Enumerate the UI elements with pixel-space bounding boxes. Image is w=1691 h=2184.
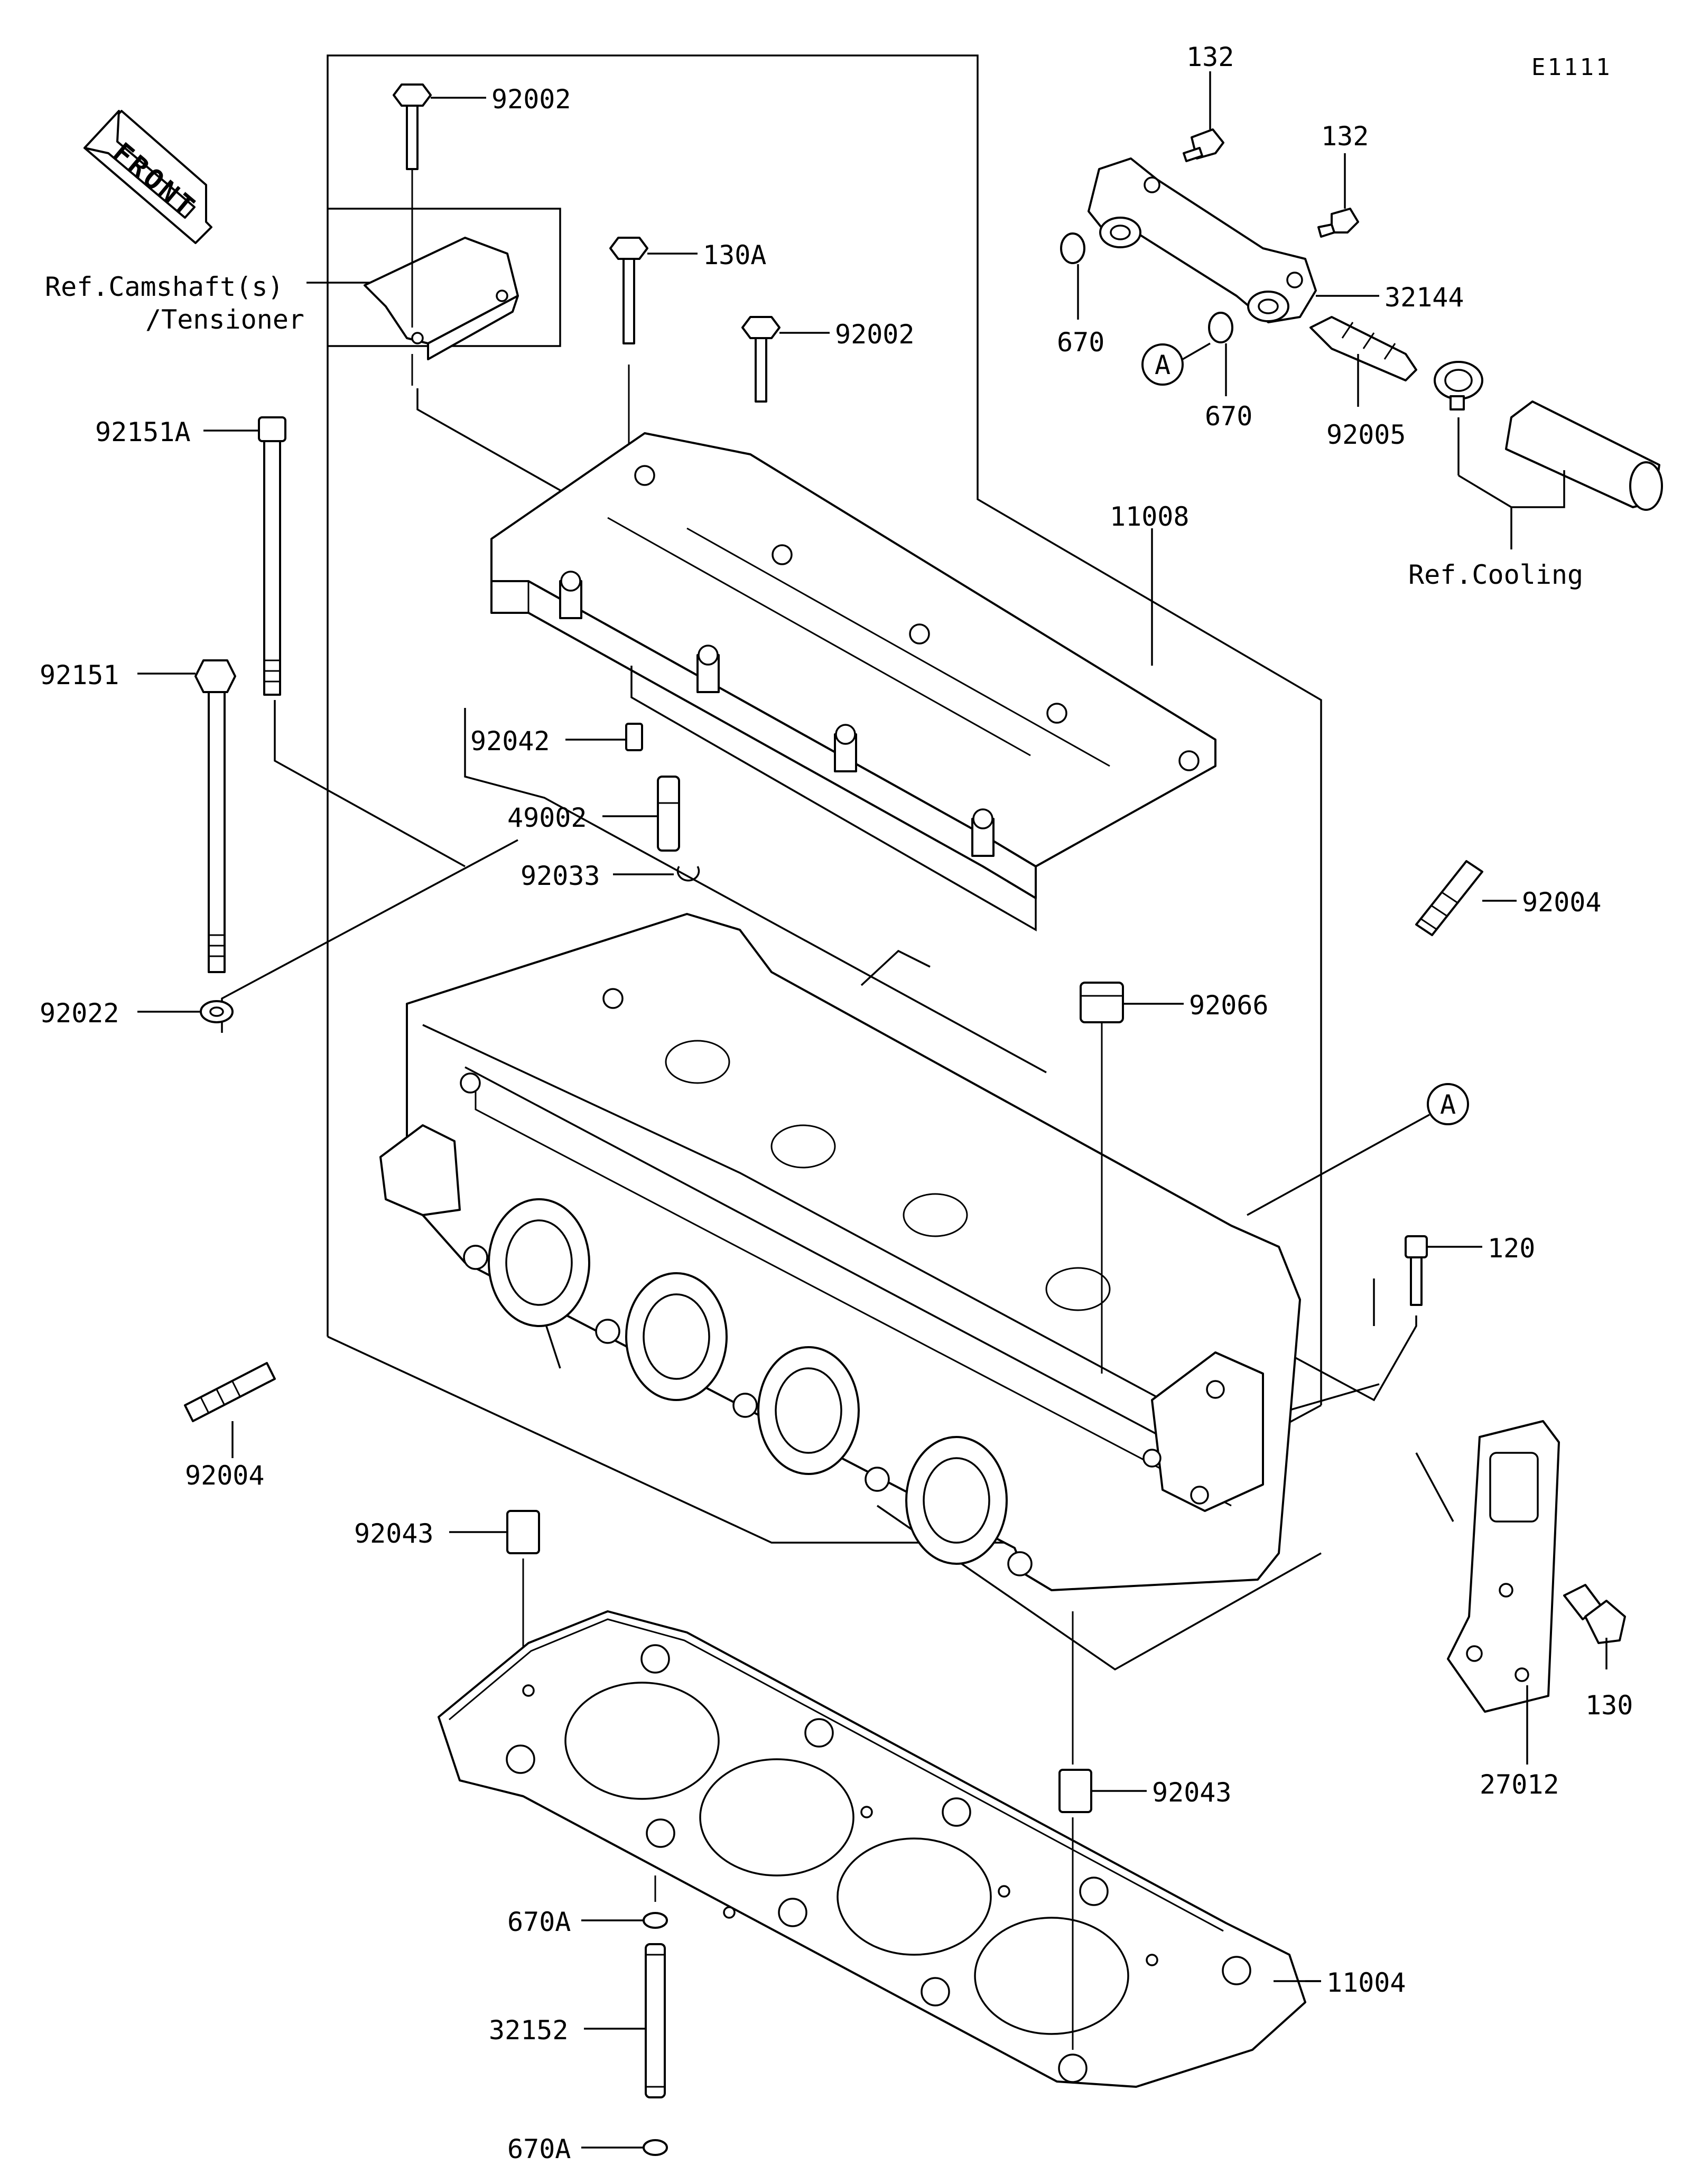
stud-92004-left xyxy=(184,1362,276,1458)
label-92002-top: 92002 xyxy=(491,84,571,115)
valve-pockets xyxy=(665,1040,1111,1311)
oring-670-right xyxy=(1208,312,1233,396)
bracket-27012 xyxy=(1447,1420,1560,1765)
label-670-left: 670 xyxy=(1057,327,1104,358)
label-92005: 92005 xyxy=(1326,419,1406,450)
oring-670A-top xyxy=(581,1875,668,1929)
gasket-holes xyxy=(506,1644,1251,2083)
label-670A-top: 670A xyxy=(507,1907,571,1937)
label-132-right: 132 xyxy=(1321,121,1369,152)
label-92151A: 92151A xyxy=(95,417,191,447)
label-132-top: 132 xyxy=(1186,42,1234,72)
label-92002-mid: 92002 xyxy=(835,319,915,350)
gasket-bores xyxy=(564,1682,1129,2035)
oring-670A-bottom xyxy=(581,2139,668,2156)
label-120: 120 xyxy=(1488,1233,1535,1264)
callout-a-head: A xyxy=(1247,1083,1469,1216)
bolt-92151 xyxy=(137,659,236,973)
camshaft-cap-11008 xyxy=(490,432,1216,932)
head-gasket-11004 xyxy=(438,1610,1321,2088)
label-11004: 11004 xyxy=(1326,1967,1406,1998)
bolt-130 xyxy=(1563,1584,1626,1669)
label-130: 130 xyxy=(1585,1690,1633,1721)
washer-92022 xyxy=(137,1000,234,1023)
figure-id: E1111 xyxy=(1531,54,1612,81)
cap-bosses xyxy=(559,465,1200,857)
head-bolt-bosses xyxy=(460,988,1033,1576)
screw-120 xyxy=(1405,1235,1482,1306)
callout-a-pipe-letter: A xyxy=(1155,350,1170,380)
fitting-92005 xyxy=(1309,316,1417,407)
circlip-92033 xyxy=(613,866,700,882)
label-92043-right: 92043 xyxy=(1152,1777,1232,1808)
label-92043-left: 92043 xyxy=(354,1518,434,1549)
pipe-32152 xyxy=(584,1943,666,2098)
dowel-92042 xyxy=(565,723,643,751)
bolt-92002-mid xyxy=(741,316,830,403)
label-670-right: 670 xyxy=(1205,401,1252,432)
label-27012: 27012 xyxy=(1480,1769,1559,1800)
label-92151: 92151 xyxy=(40,660,119,690)
water-pipe-32144 xyxy=(1088,157,1379,323)
callout-a-head-letter: A xyxy=(1440,1089,1456,1120)
dowel-92043-left xyxy=(449,1510,540,1743)
plug-92066 xyxy=(1080,982,1184,1374)
stud-92004-right xyxy=(1415,860,1517,936)
intake-ports xyxy=(488,1198,1008,1565)
label-92066: 92066 xyxy=(1189,990,1269,1021)
bolt-92002-top xyxy=(393,83,486,170)
label-92004-left: 92004 xyxy=(185,1460,265,1491)
label-32144: 32144 xyxy=(1385,282,1464,313)
ref-cooling-label: Ref.Cooling xyxy=(1408,559,1583,590)
label-670A-bottom: 670A xyxy=(507,2134,571,2164)
dowel-92043-right xyxy=(1058,1611,1147,2050)
label-92004-right: 92004 xyxy=(1522,887,1602,918)
ref-camshaft-label: Ref.Camshaft(s) xyxy=(45,272,284,302)
label-11008: 11008 xyxy=(1110,501,1190,532)
label-92022: 92022 xyxy=(40,998,119,1029)
bolt-92151A xyxy=(203,416,286,696)
ref-tensioner-label: /Tensioner xyxy=(145,304,304,335)
callout-a-pipe: A xyxy=(1141,342,1211,386)
label-130A: 130A xyxy=(703,240,766,270)
label-92042: 92042 xyxy=(470,726,550,757)
label-32152: 32152 xyxy=(489,2015,569,2046)
label-92033: 92033 xyxy=(521,861,600,891)
bolt-132-right xyxy=(1317,153,1359,238)
hose-clamp xyxy=(1434,361,1483,410)
cooling-hose xyxy=(1457,400,1663,549)
cylinder-head xyxy=(379,913,1301,1591)
label-49002: 49002 xyxy=(507,802,587,833)
front-arrow: FRONT xyxy=(83,110,212,244)
camshaft-tensioner-bracket xyxy=(306,106,519,386)
bolt-132-top xyxy=(1183,71,1224,162)
oring-670-left xyxy=(1060,232,1085,320)
lifter-49002 xyxy=(602,776,680,852)
